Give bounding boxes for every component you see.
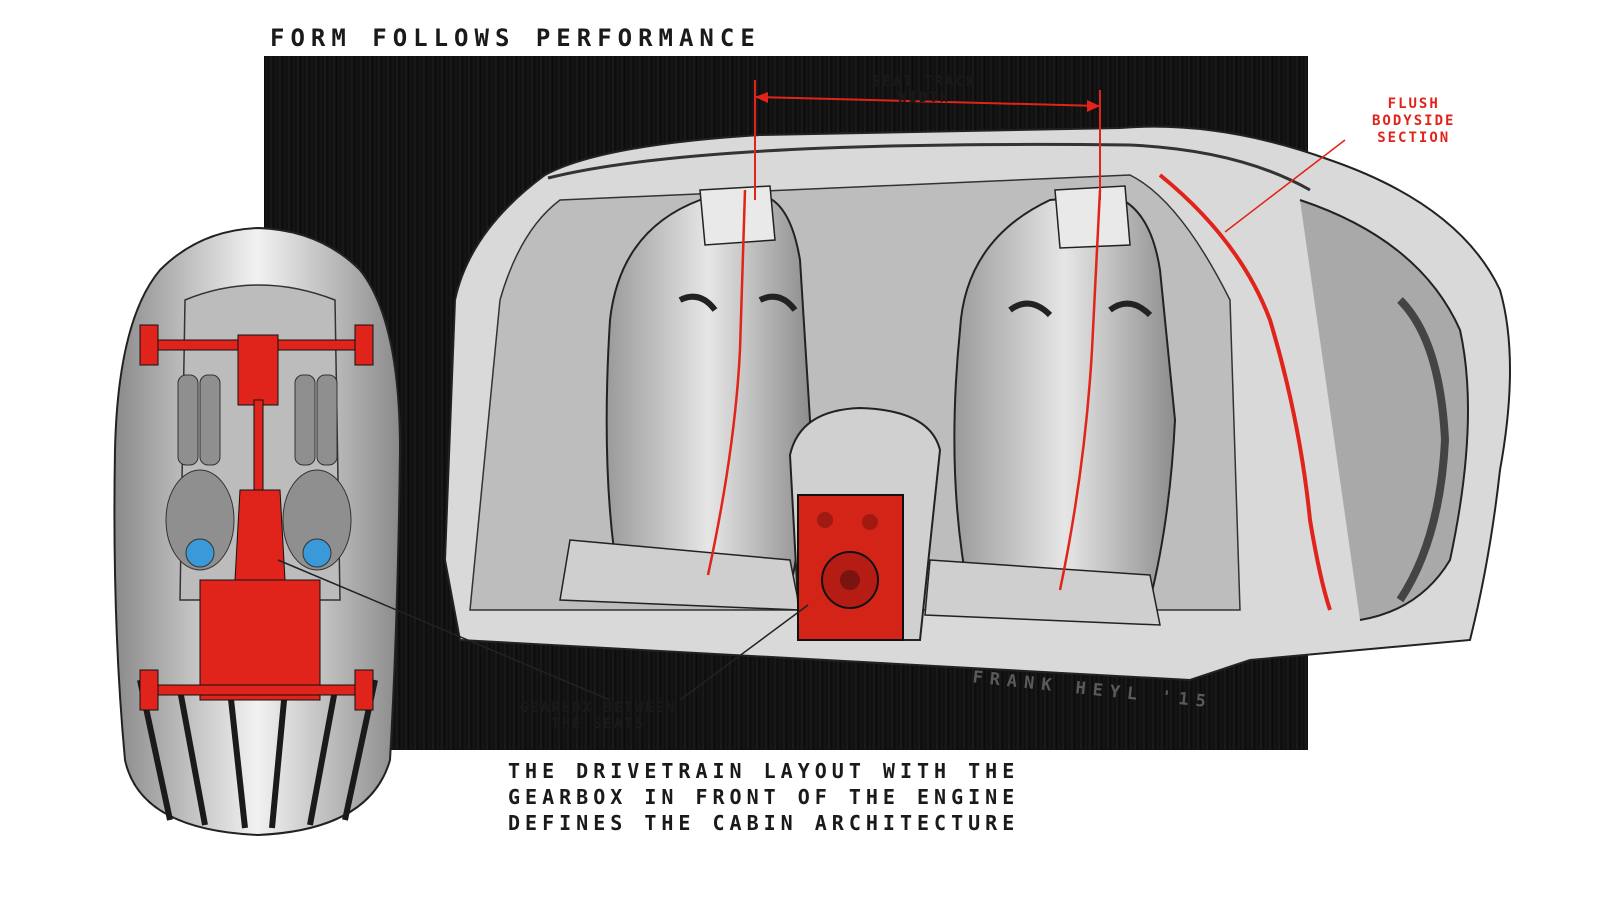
right-seat-sketch	[924, 185, 1177, 626]
top-view-car-sketch	[113, 226, 402, 837]
seat-track-dimension	[754, 80, 1101, 200]
caption-line-1: THE DRIVETRAIN LAYOUT WITH THE	[508, 759, 1020, 783]
flush-line-3: SECTION	[1377, 130, 1451, 146]
seat-track-line-1: SEAT TRACK	[872, 74, 977, 90]
caption-line-3: DEFINES THE CABIN ARCHITECTURE	[508, 811, 1020, 835]
flush-bodyside-label: FLUSH BODYSIDE SECTION	[1372, 96, 1455, 147]
flush-bodyside-leader	[1224, 139, 1346, 233]
gearbox-leader-lines	[277, 559, 809, 701]
occupant-left	[165, 374, 235, 571]
flush-line-2: BODYSIDE	[1372, 113, 1456, 129]
caption-line-2: GEARBOX IN FRONT OF THE ENGINE	[508, 785, 1020, 809]
sketch-title: FORM FOLLOWS PERFORMANCE	[270, 24, 761, 52]
center-gearbox-sketch	[788, 406, 942, 641]
gearbox-line-1: GEARBOX BETWEEN	[520, 700, 677, 716]
flush-line-1: FLUSH	[1387, 96, 1440, 112]
caption: THE DRIVETRAIN LAYOUT WITH THE GEARBOX I…	[508, 758, 1019, 836]
flush-bodyside-line	[1158, 173, 1332, 611]
gearbox-label: GEARBOX BETWEEN THE SEATS	[520, 700, 676, 732]
seat-track-line-2: WIDTH	[898, 90, 951, 106]
drivetrain-red	[139, 324, 374, 711]
left-seat-sketch	[559, 185, 812, 611]
seat-track-label: SEAT TRACK WIDTH	[872, 74, 976, 106]
gearbox-line-2: THE SEATS	[551, 716, 646, 732]
occupant-right	[282, 374, 352, 571]
